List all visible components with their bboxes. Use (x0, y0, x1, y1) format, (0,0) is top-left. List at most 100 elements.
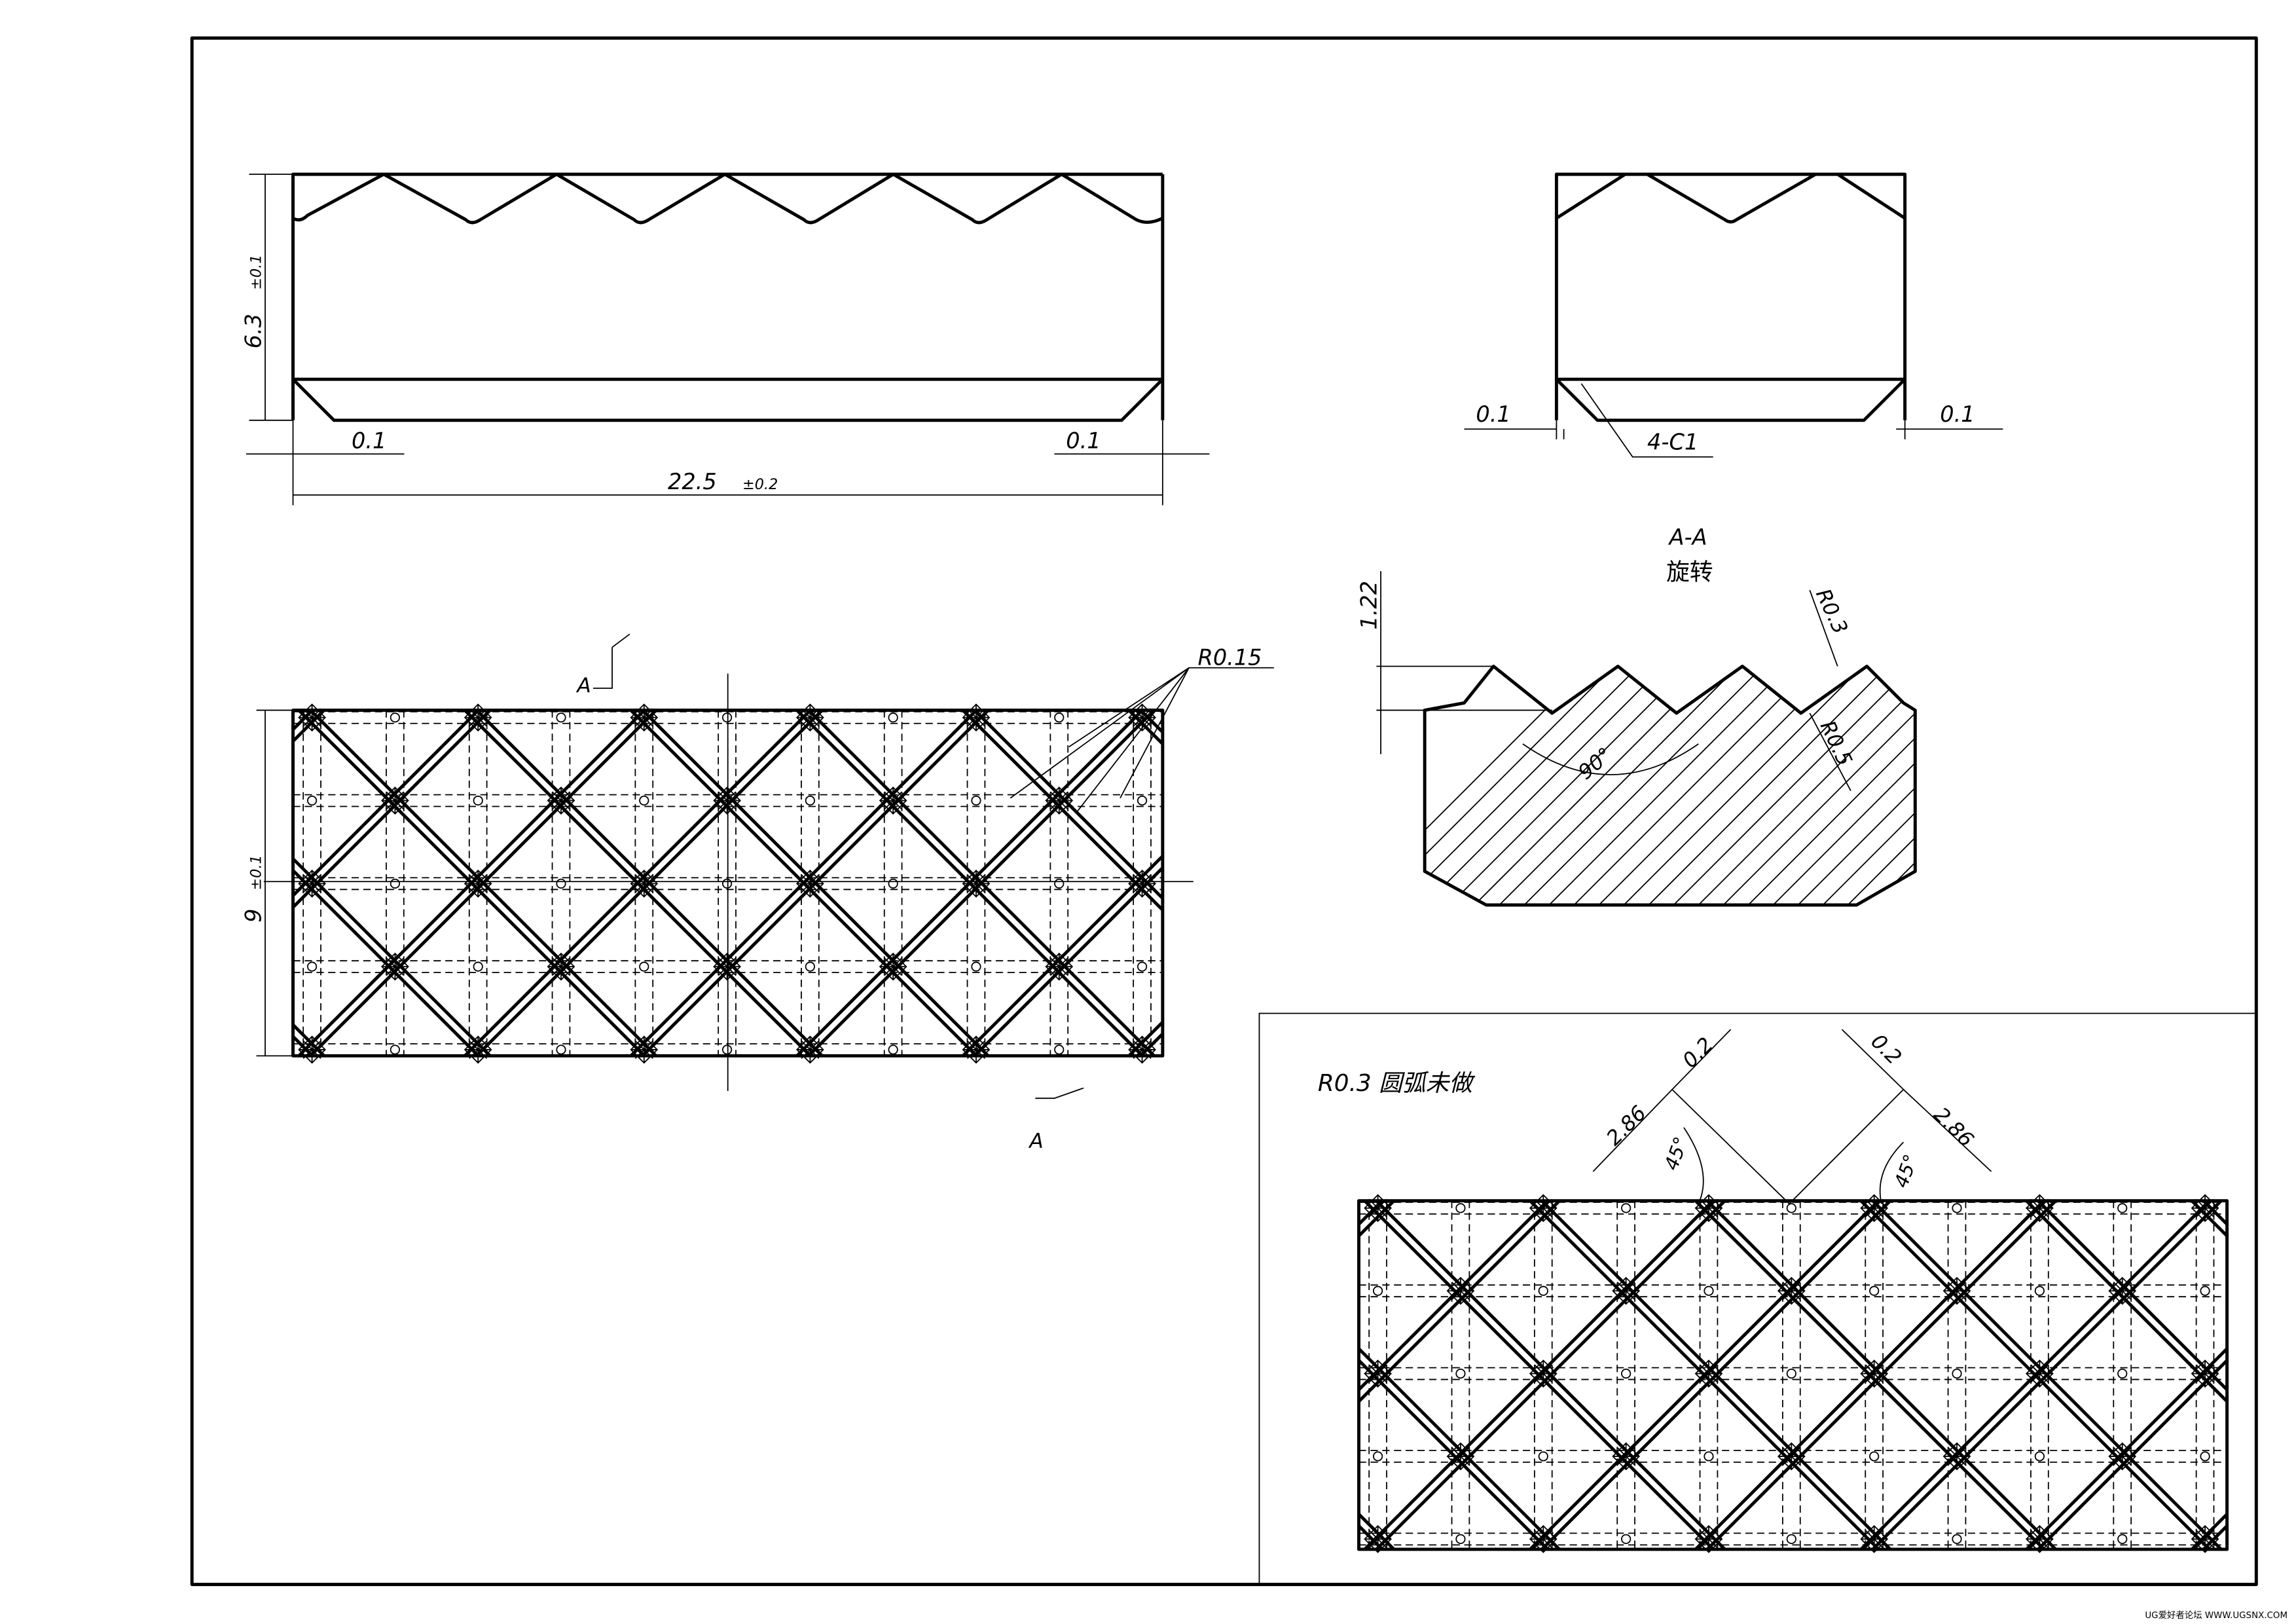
ridge-line (0, 1201, 73, 1564)
ridge-line (0, 710, 161, 1071)
ridge-line (2291, 710, 2296, 1071)
pyramid-tip-marker (2191, 1359, 2219, 1388)
pyramid-tip-marker (2025, 1524, 2054, 1553)
ridge-line (641, 710, 991, 1056)
pyramid-tip-marker (381, 952, 409, 981)
pyramid-tip-marker (1942, 1276, 1971, 1305)
ridge-line (1639, 710, 1999, 1071)
pyramid-tip-marker (1529, 1359, 1558, 1388)
ridge-line (207, 1186, 570, 1549)
node-marker (1455, 1368, 1466, 1379)
pyramid-tip-marker (879, 786, 907, 815)
ridge-line (1540, 1200, 1893, 1549)
section-outline (1423, 665, 1917, 907)
ridge-line (2025, 1200, 2227, 1404)
ridge-line (1706, 1200, 2058, 1549)
width-dim: 9 (240, 908, 266, 922)
section-hatch (1425, 644, 2296, 937)
ridge-line (973, 865, 1163, 1056)
ridge-line (1971, 695, 2296, 1056)
pyramid-tip-marker (464, 1035, 492, 1064)
ridge-line (475, 710, 825, 1056)
ridge-line (703, 1186, 1066, 1549)
ridge-line (207, 1201, 570, 1564)
section-mark-top: A (575, 674, 591, 698)
pyramid-tip-marker (630, 703, 659, 732)
hatch-line (1425, 666, 1636, 906)
node-marker (1621, 1534, 1631, 1544)
ridge-line (0, 1201, 239, 1564)
hatch-line (2014, 644, 2296, 937)
ridge-line (1127, 710, 1163, 747)
ridge-line (1706, 1200, 2058, 1549)
pyramid-tip-marker (2025, 1359, 2054, 1388)
height-tol: ±0.1 (247, 254, 264, 289)
node-marker (306, 795, 318, 806)
ridge-line (464, 710, 813, 1056)
node-marker (1621, 1203, 1631, 1213)
node-marker (2034, 1451, 2045, 1462)
node-marker (1455, 1534, 1466, 1544)
pyramid-tip-marker (1777, 1442, 1806, 1471)
ridge-line (538, 1201, 901, 1564)
node-marker (2034, 1285, 2045, 1296)
ridge-line (549, 1201, 913, 1564)
pyramid-tip-marker (1446, 1442, 1475, 1471)
node-marker (805, 961, 815, 972)
ridge-line (293, 1034, 315, 1056)
ridge-line (1871, 1200, 2224, 1549)
node-marker (1054, 712, 1065, 723)
ridge-line (0, 695, 173, 1056)
ridge-line (1627, 695, 1987, 1056)
pyramid-tip-marker (1364, 1524, 1392, 1553)
ridge-line (309, 710, 659, 1056)
ridge-line (641, 710, 991, 1056)
node-marker (556, 1044, 566, 1055)
pyramid-tip-marker (1446, 1276, 1475, 1305)
node-marker (1054, 878, 1065, 889)
ridge-line (293, 710, 327, 744)
node-marker (805, 795, 815, 806)
node-marker (390, 712, 401, 723)
ridge-line (1375, 1200, 1728, 1549)
section-mark-bottom: A (1028, 1130, 1043, 1153)
ridge-line (538, 1186, 901, 1549)
hatch-line (1990, 644, 2282, 937)
ridge-line (0, 710, 7, 1071)
pyramid-tip-marker (1128, 869, 1156, 898)
pyramid-tip-marker (298, 703, 326, 732)
node-marker (1137, 795, 1148, 806)
width-tol: ±0.2 (742, 476, 778, 493)
ridge-line (629, 710, 979, 1056)
ridge-line (293, 710, 493, 910)
ridge-line (1694, 1200, 2047, 1549)
ridge-line (1358, 1200, 1562, 1404)
ridge-line (703, 1201, 1066, 1564)
pyramid-tip-marker (298, 1035, 326, 1064)
ridge-line (1793, 710, 2153, 1071)
pyramid-tip-marker (962, 1035, 991, 1064)
hatch-line (1425, 666, 1711, 906)
node-marker (1054, 1044, 1065, 1055)
ridge-line (795, 710, 1145, 1056)
ridge-line (1859, 1200, 2212, 1549)
top-view: 9 ±0.1 R0.15 A A (0, 633, 2296, 1153)
ridge-line (807, 710, 1157, 1056)
ridge-line (880, 1186, 1243, 1549)
ridge-line (2037, 1200, 2227, 1392)
ridge-line (0, 1186, 251, 1549)
offset-left: 0.1 (1476, 401, 1510, 427)
ridge-line (1375, 1200, 1728, 1549)
hatch-line (1425, 666, 1661, 906)
node-marker (473, 961, 483, 972)
ridge-line (0, 1186, 85, 1549)
pyramid-tip-marker (1529, 1524, 1558, 1553)
node-marker (721, 712, 733, 723)
ridge-line (0, 1186, 239, 1549)
node-marker (1704, 1451, 1714, 1462)
hatch-line (1940, 644, 2232, 937)
ridge-line (1358, 1523, 1385, 1549)
ridge-line (218, 1186, 581, 1549)
pyramid-tip-marker (1128, 1035, 1156, 1064)
pyramid-tip-marker (298, 869, 326, 898)
